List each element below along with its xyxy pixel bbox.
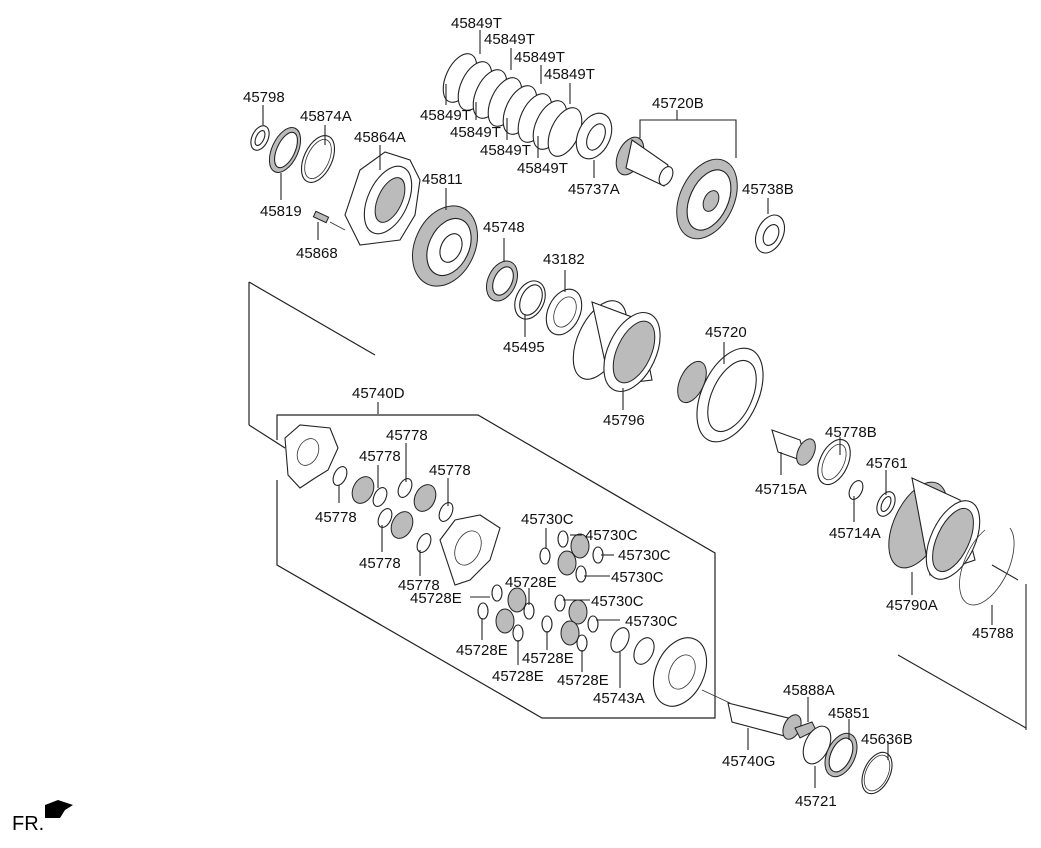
bolt-45868 <box>312 210 346 231</box>
carrier-plate-right <box>652 637 731 707</box>
label-45737A[interactable]: 45737A <box>568 181 620 198</box>
bearing-45738B <box>754 214 786 254</box>
plate-45778B <box>817 438 851 486</box>
label-45849T[interactable]: 45849T <box>450 124 501 141</box>
label-45720[interactable]: 45720 <box>705 324 747 341</box>
label-45730C[interactable]: 45730C <box>611 569 664 586</box>
output-shaft-45740G <box>727 702 802 740</box>
label-45874A[interactable]: 45874A <box>300 108 352 125</box>
label-45730C[interactable]: 45730C <box>618 547 671 564</box>
drum-45790A <box>888 477 981 580</box>
o-ring-45636B <box>861 751 893 795</box>
label-45720B[interactable]: 45720B <box>652 95 704 112</box>
label-45849T[interactable]: 45849T <box>420 107 471 124</box>
label-45636B[interactable]: 45636B <box>861 731 913 748</box>
carrier-plate-middle <box>439 514 501 586</box>
label-45738B[interactable]: 45738B <box>742 181 794 198</box>
label-45796[interactable]: 45796 <box>603 412 645 429</box>
seal-45761 <box>876 491 896 517</box>
label-45888A[interactable]: 45888A <box>783 682 835 699</box>
thrust-bearing-45748 <box>486 260 518 302</box>
label-45730C[interactable]: 45730C <box>625 613 678 630</box>
gear-45811 <box>412 205 478 287</box>
snap-ring-stack-45849T <box>442 53 583 157</box>
label-45849T[interactable]: 45849T <box>451 15 502 32</box>
label-45864A[interactable]: 45864A <box>354 129 406 146</box>
washer-45714A <box>848 480 864 500</box>
label-45778[interactable]: 45778 <box>386 427 428 444</box>
label-45849T[interactable]: 45849T <box>514 49 565 66</box>
label-45849T[interactable]: 45849T <box>517 160 568 177</box>
leader-lines <box>262 30 993 788</box>
label-45778[interactable]: 45778 <box>359 555 401 572</box>
label-45811[interactable]: 45811 <box>422 171 463 188</box>
seal-45798 <box>250 125 270 151</box>
label-45728E[interactable]: 45728E <box>557 672 609 689</box>
label-45730C[interactable]: 45730C <box>521 511 574 528</box>
thrust-bearing-45851 <box>824 732 858 778</box>
label-45740D[interactable]: 45740D <box>352 385 405 402</box>
label-45495[interactable]: 45495 <box>503 339 545 356</box>
front-direction-marker: FR. <box>12 800 73 835</box>
snap-ring-45788 <box>897 527 1027 730</box>
plate-43182 <box>545 288 583 336</box>
bearing-45737A <box>575 112 613 160</box>
housing-45864A <box>344 151 421 246</box>
carrier-plate-left <box>284 424 339 489</box>
front-label: FR. <box>12 813 44 835</box>
label-45788[interactable]: 45788 <box>972 625 1014 642</box>
label-45798[interactable]: 45798 <box>243 89 285 106</box>
label-45778[interactable]: 45778 <box>315 509 357 526</box>
front-arrow-icon <box>45 800 73 818</box>
gear-shaft-45720B <box>615 136 738 240</box>
label-45714A[interactable]: 45714A <box>829 525 881 542</box>
label-45819[interactable]: 45819 <box>260 203 302 220</box>
label-45849T[interactable]: 45849T <box>544 66 595 83</box>
planet-carrier-45720 <box>677 347 764 443</box>
label-43182[interactable]: 43182 <box>543 251 585 268</box>
label-45740G[interactable]: 45740G <box>722 753 775 770</box>
shaft-45715A <box>771 429 816 466</box>
label-45728E[interactable]: 45728E <box>505 574 557 591</box>
label-45778[interactable]: 45778 <box>398 577 440 594</box>
label-45728E[interactable]: 45728E <box>456 642 508 659</box>
washer-45495 <box>514 280 546 320</box>
label-45761[interactable]: 45761 <box>866 455 908 472</box>
label-45868[interactable]: 45868 <box>296 245 338 262</box>
seal-45743A <box>610 627 655 665</box>
label-45851[interactable]: 45851 <box>828 705 870 722</box>
label-45721[interactable]: 45721 <box>795 793 837 810</box>
label-45778B[interactable]: 45778B <box>825 424 877 441</box>
label-45730C[interactable]: 45730C <box>585 527 638 544</box>
label-45730C[interactable]: 45730C <box>591 593 644 610</box>
drum-45796 <box>572 300 661 392</box>
part-labels: 45849T 45849T 45849T 45849T 45849T 45849… <box>243 15 1014 810</box>
label-45728E[interactable]: 45728E <box>410 590 462 607</box>
tone-wheel-45819 <box>268 127 302 173</box>
pinion-group-45730C-45728E <box>477 530 604 652</box>
label-45849T[interactable]: 45849T <box>480 142 531 159</box>
ring-45874A <box>300 135 336 183</box>
label-45790A[interactable]: 45790A <box>886 597 938 614</box>
assembly-box-45740D <box>248 281 716 719</box>
label-45743A[interactable]: 45743A <box>593 690 645 707</box>
label-45728E[interactable]: 45728E <box>492 668 544 685</box>
label-45778[interactable]: 45778 <box>429 462 471 479</box>
pinion-group-45778 <box>332 466 454 553</box>
label-45849T[interactable]: 45849T <box>484 31 535 48</box>
label-45748[interactable]: 45748 <box>483 219 525 236</box>
label-45715A[interactable]: 45715A <box>755 481 807 498</box>
label-45778[interactable]: 45778 <box>359 448 401 465</box>
label-45728E[interactable]: 45728E <box>522 650 574 667</box>
